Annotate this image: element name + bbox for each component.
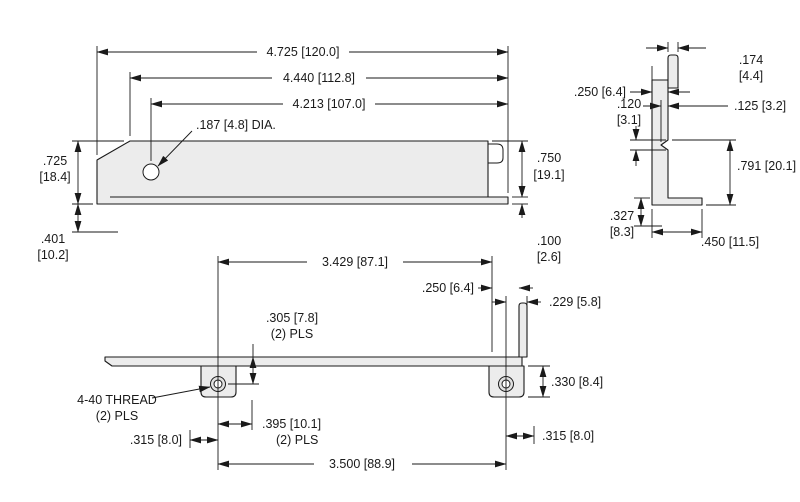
dim-side-tab-offset-label: .250 [6.4] — [574, 85, 626, 99]
top-view-strip — [104, 356, 523, 367]
dim-foot-offset-in: .327 — [610, 209, 634, 223]
side-view: .250 [6.4] .174 [4.4] .120 [3.1] .125 [3… — [574, 42, 796, 249]
dim-hole-spacing-label: 3.500 [88.9] — [329, 457, 395, 471]
dim-notch-height-in: .120 — [617, 97, 641, 111]
dim-block-depth-label: .330 [8.4] — [551, 375, 603, 389]
dim-notch-depth-label: .125 [3.2] — [734, 99, 786, 113]
dim-hole-inset-qty: (2) PLS — [276, 433, 318, 447]
front-view-dimension-lines — [72, 44, 528, 233]
top-view-end-tab — [518, 302, 528, 358]
dim-left-offset-mm: [10.2] — [37, 248, 68, 262]
dim-right-step-in: .100 — [537, 234, 561, 248]
front-view: 4.725 [120.0] 4.440 [112.8] 4.213 [107.0… — [37, 44, 565, 264]
dim-right-height-mm: [19.1] — [533, 168, 564, 182]
front-view-end-hook — [488, 143, 504, 164]
dim-overall-width-label: 4.725 [120.0] — [267, 45, 340, 59]
dim-right-step-mm: [2.6] — [537, 250, 561, 264]
dim-hole-to-tab-label: 3.429 [87.1] — [322, 255, 388, 269]
dim-body-width-label: 4.440 [112.8] — [283, 71, 355, 85]
front-view-outline — [96, 140, 509, 205]
dim-side-height-label: .791 [20.1] — [737, 159, 796, 173]
dim-face-offset-label: .250 [6.4] — [422, 281, 474, 295]
side-view-web — [651, 79, 703, 206]
dim-right-height-in: .750 — [537, 151, 561, 165]
dim-notch-height-mm: [3.1] — [617, 113, 641, 127]
dim-edge-left-label: .315 [8.0] — [130, 433, 182, 447]
dim-hole-inset-label: .395 [10.1] — [262, 417, 321, 431]
dim-tab-width-mm: [4.4] — [739, 69, 763, 83]
dim-left-offset-in: .401 — [41, 232, 65, 246]
top-view: 3.429 [87.1] .250 [6.4] .229 [5.8] .305 … — [77, 254, 603, 472]
hole-diameter-note: .187 [4.8] DIA. — [196, 118, 276, 132]
dim-edge-right-label: .315 [8.0] — [542, 429, 594, 443]
dim-hole-span-label: 4.213 [107.0] — [293, 97, 366, 111]
side-view-top-tab — [667, 54, 679, 89]
dim-left-height-in: .725 — [43, 154, 67, 168]
dim-foot-depth-label: .450 [11.5] — [701, 235, 759, 249]
thread-note-line1: 4-40 THREAD — [77, 393, 157, 407]
side-view-dimension-lines — [630, 42, 736, 238]
dim-tab-width-in: .174 — [739, 53, 763, 67]
mounting-hole — [142, 163, 160, 181]
dim-left-height-mm: [18.4] — [39, 170, 70, 184]
dim-boss-offset-qty: (2) PLS — [271, 327, 313, 341]
dim-boss-offset-label: .305 [7.8] — [266, 311, 318, 325]
dim-foot-offset-mm: [8.3] — [610, 225, 634, 239]
dim-tab-depth-label: .229 [5.8] — [549, 295, 601, 309]
top-view-dimension-lines — [151, 254, 550, 472]
thread-note-line2: (2) PLS — [96, 409, 138, 423]
